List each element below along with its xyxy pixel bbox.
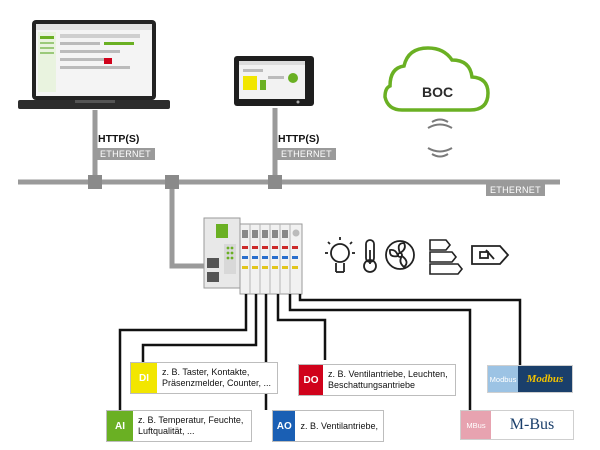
controller-status-block <box>216 224 228 238</box>
damper-icon <box>471 245 510 265</box>
network-junctions <box>88 175 282 189</box>
ao-module-line1: z. B. Ventilantriebe, <box>300 420 378 431</box>
thermometer-icon <box>363 239 377 273</box>
di-module-line2: Präsenzmelder, Counter, ... <box>162 378 272 388</box>
mbus-logo: M-Bus <box>491 416 573 434</box>
light-bulb-icon <box>325 237 355 273</box>
cloud-label: BOC <box>422 84 454 100</box>
wifi-signal-icon <box>427 118 453 158</box>
ai-module-tag: AI <box>107 411 133 441</box>
di-module-tag: DI <box>131 363 157 393</box>
io-modules <box>239 223 303 295</box>
touch-panel <box>234 56 314 106</box>
junction-controller <box>165 175 179 189</box>
fan-icon <box>385 240 415 270</box>
do-module-tag: DO <box>299 365 323 395</box>
mbus-box: MBus M-Bus <box>460 410 574 440</box>
network-wiring <box>18 108 560 269</box>
ao-module-card: AO z. B. Ventilantriebe, <box>272 410 384 442</box>
modbus-logo-text: Modbus <box>526 373 564 385</box>
di-module-card: DI z. B. Taster, Kontakte, Präsenzmelder… <box>130 362 278 394</box>
cloud-outline <box>383 46 490 112</box>
junction-laptop <box>88 175 102 189</box>
main-bus-label: ETHERNET <box>486 184 545 196</box>
modbus-box: Modbus Modbus <box>487 365 573 393</box>
laptop-base <box>18 100 170 109</box>
do-module-line1: z. B. Ventilantriebe, Leuchten, <box>328 369 448 379</box>
panel-protocol-label: HTTP(S) <box>278 133 320 145</box>
laptop-network-label: ETHERNET <box>96 148 155 160</box>
laptop-protocol-label: HTTP(S) <box>98 133 140 145</box>
mbus-tag: MBus <box>461 411 491 439</box>
do-module-card: DO z. B. Ventilantriebe, Leuchten, Besch… <box>298 364 456 396</box>
modbus-tag: Modbus <box>488 366 518 392</box>
ai-module-card: AI z. B. Temperatur, Feuchte, Luftqualit… <box>106 410 252 442</box>
modbus-logo: Modbus <box>518 366 572 392</box>
ai-module-line2: Luftqualität, ... <box>138 426 195 436</box>
cloud <box>383 46 490 112</box>
laptop <box>18 20 170 109</box>
field-wiring <box>118 294 522 410</box>
ai-module-line1: z. B. Temperatur, Feuchte, <box>138 415 244 425</box>
panel-network-label: ETHERNET <box>277 148 336 160</box>
controller <box>203 217 303 295</box>
mbus-logo-text: M-Bus <box>509 416 555 433</box>
di-module-line1: z. B. Taster, Kontakte, <box>162 367 250 377</box>
ao-module-tag: AO <box>273 411 296 441</box>
do-module-line2: Beschattungsantriebe <box>328 380 416 390</box>
energy-class-icon <box>429 239 464 275</box>
junction-panel <box>268 175 282 189</box>
